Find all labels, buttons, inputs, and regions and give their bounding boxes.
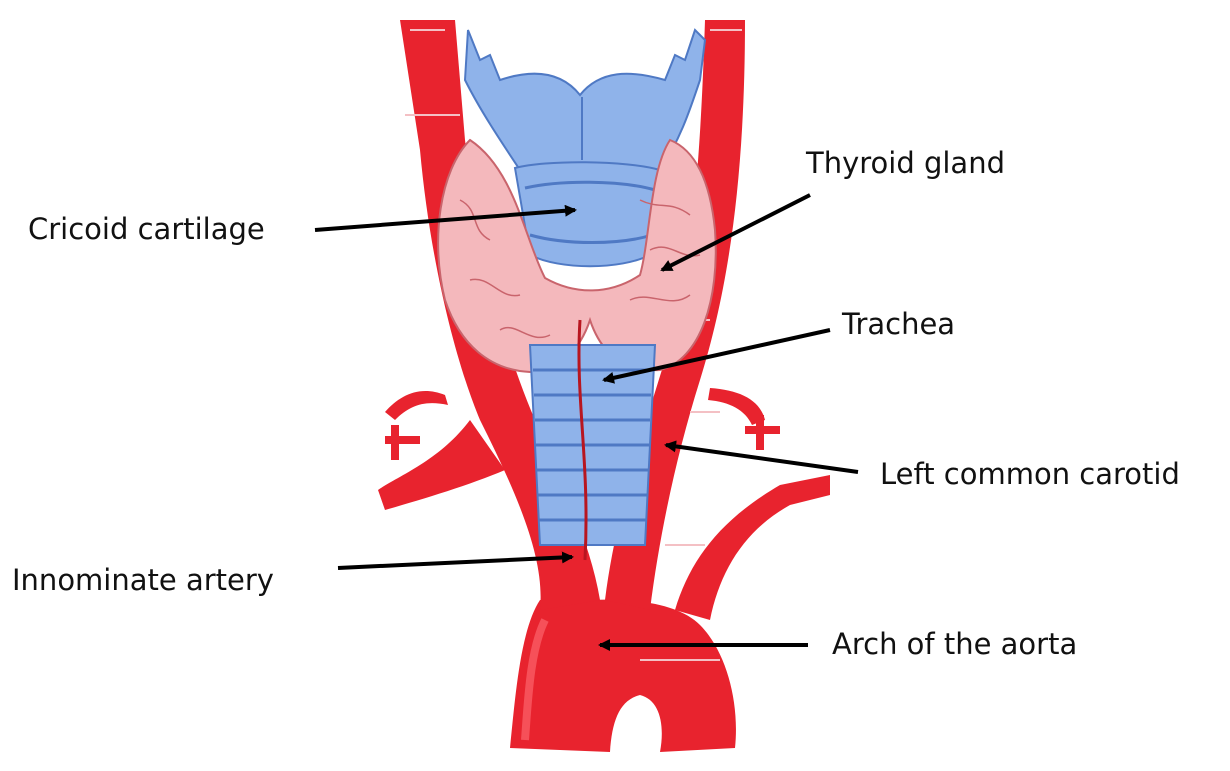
label-arch-of-aorta: Arch of the aorta	[832, 630, 1077, 659]
label-cricoid-cartilage: Cricoid cartilage	[28, 215, 265, 244]
left-subclavian-artery	[665, 388, 830, 620]
label-innominate-artery: Innominate artery	[12, 566, 274, 595]
trachea	[530, 320, 655, 560]
label-thyroid-gland: Thyroid gland	[806, 149, 1005, 178]
label-trachea: Trachea	[842, 310, 955, 339]
aortic-arch	[510, 600, 736, 752]
label-left-common-carotid: Left common carotid	[880, 460, 1180, 489]
arrow-innominate	[338, 557, 572, 568]
